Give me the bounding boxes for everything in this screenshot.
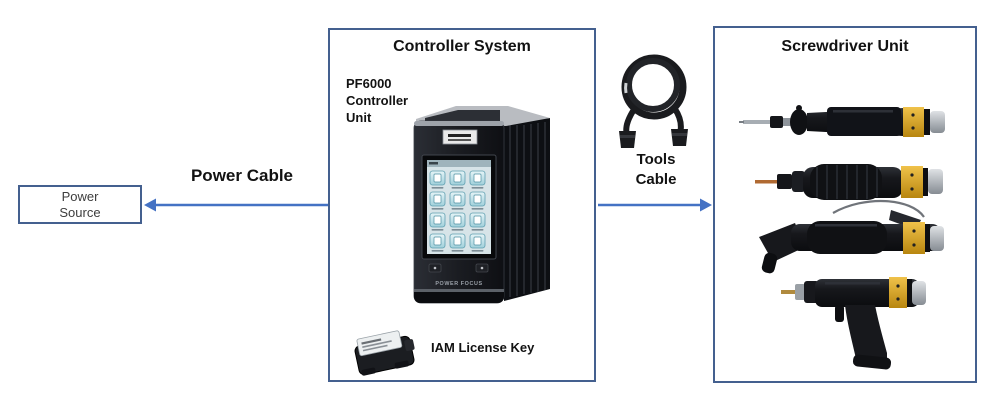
angle-screwdriver-image: [759, 199, 944, 274]
power-source-box: [18, 185, 142, 224]
power-source-label: Power Source: [59, 189, 101, 221]
device-serial-label: [442, 129, 478, 145]
device-touchscreen: [421, 154, 497, 260]
arrowhead-left-icon: [144, 198, 156, 212]
screwdriver-tools-image: [739, 105, 945, 370]
iam-license-key-image: [354, 330, 415, 376]
screwdriver-unit-box: [713, 26, 977, 383]
device-base: [414, 292, 504, 303]
pistol-screwdriver-image: [781, 277, 926, 370]
tools-cable-label: Tools Cable: [635, 151, 677, 188]
screwdriver-unit-title: Screwdriver Unit: [781, 38, 909, 55]
cable-connector-right: [671, 129, 688, 146]
device-brand-text: POWER FOCUS: [435, 281, 482, 287]
tools-cable-arrow: [598, 198, 712, 212]
iam-license-key-label: IAM License Key: [431, 340, 535, 355]
inline-screwdriver-image: [739, 105, 945, 137]
device-buttons: [428, 263, 489, 273]
inline-screwdriver-grip-image: [755, 164, 943, 200]
cable-connector-left: [619, 131, 636, 148]
pf6000-unit-label: PF6000 Controller Unit: [346, 76, 409, 125]
tools-cable-image: [619, 54, 688, 148]
power-cable-label: Power Cable: [190, 166, 294, 185]
controller-system-title: Controller System: [393, 38, 531, 55]
power-cable-arrow: [144, 198, 330, 212]
controller-device-image: POWER FOCUS: [413, 106, 550, 304]
arrowhead-right-icon: [700, 198, 712, 212]
